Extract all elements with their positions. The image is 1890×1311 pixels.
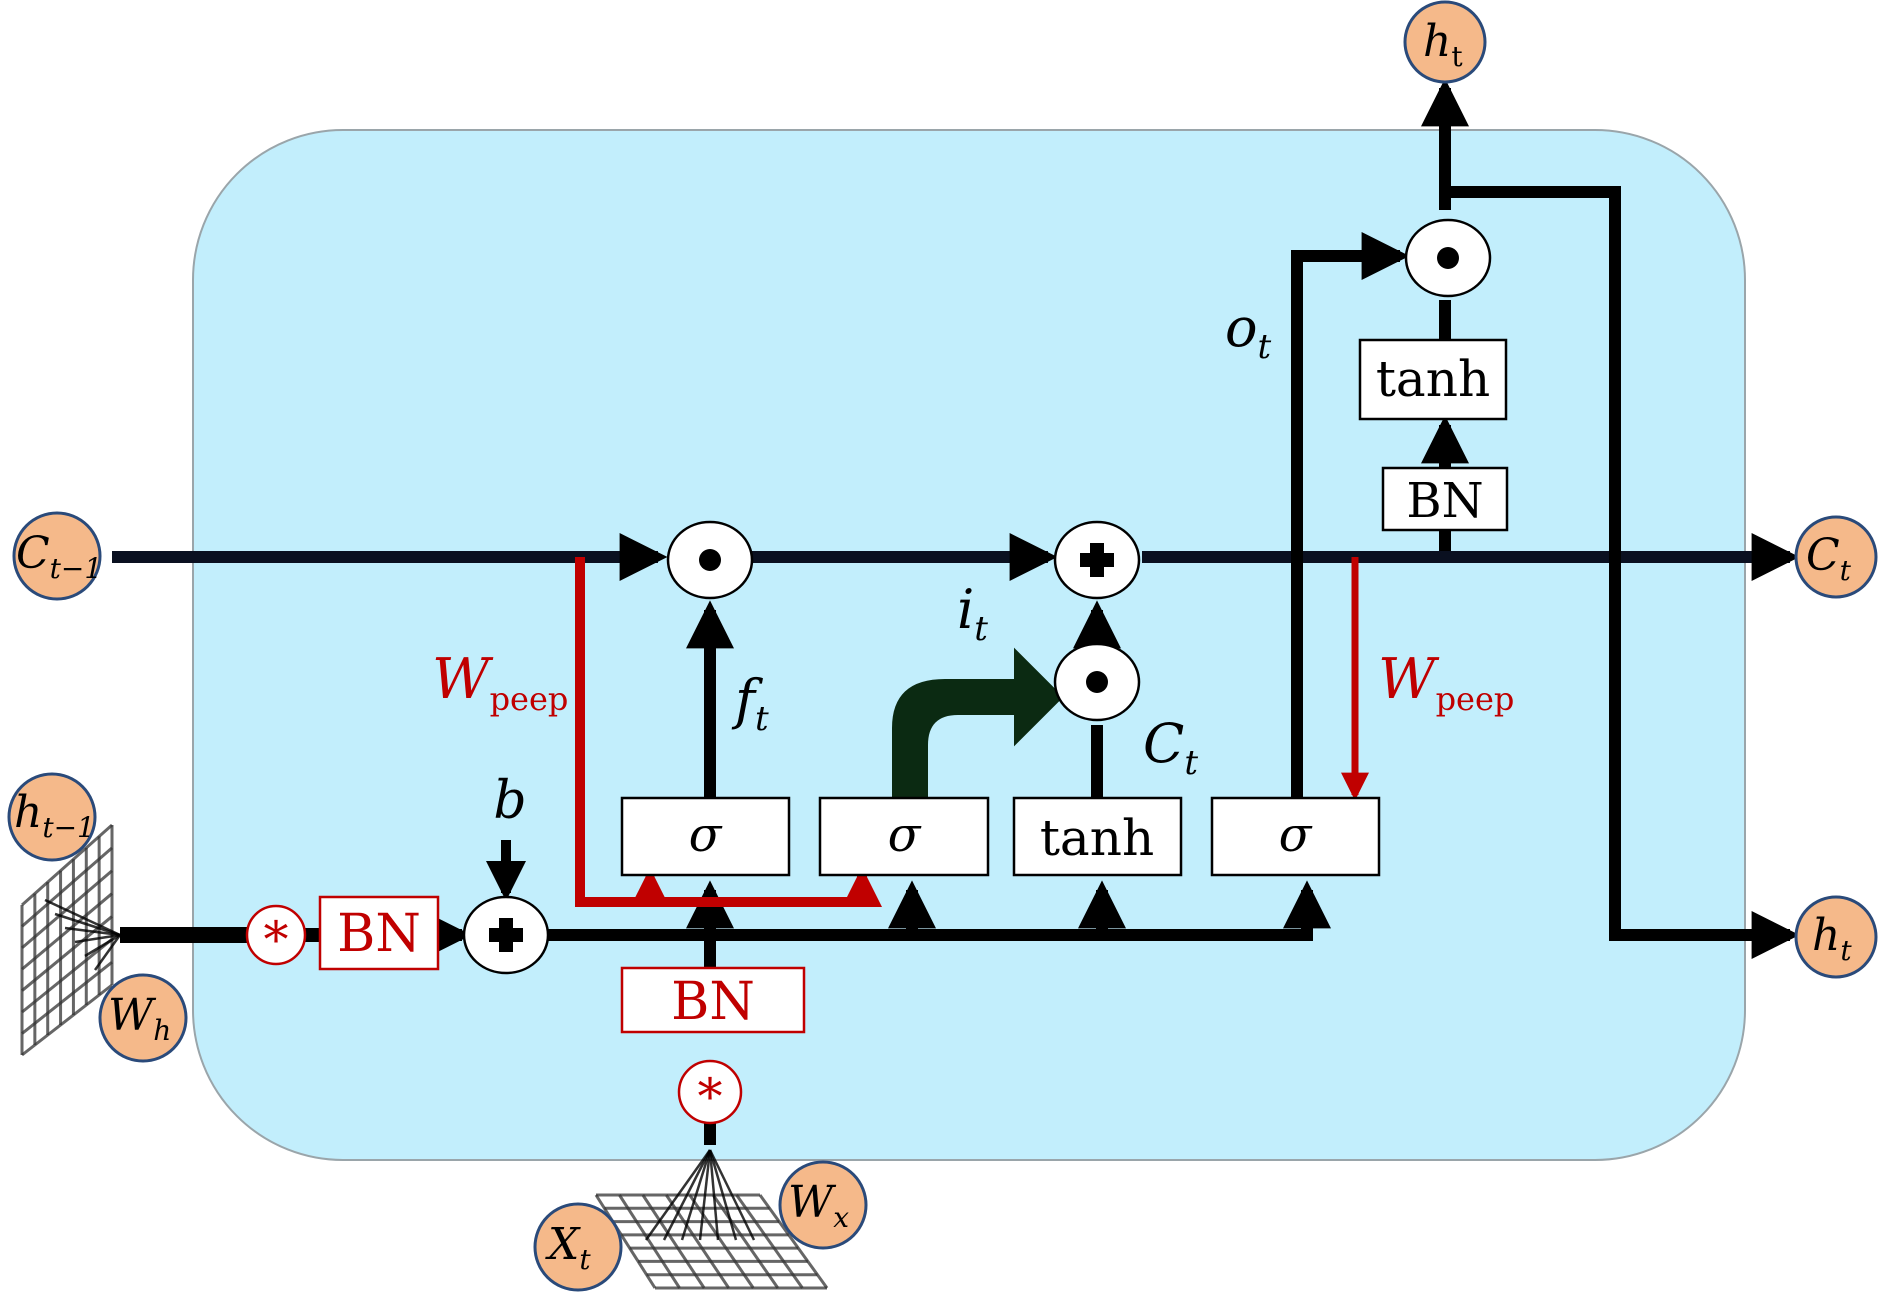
svg-text:Ct−1: Ct−1 [16, 528, 102, 585]
gate-box-labels: σ σ tanh σ tanh BN BN BN [337, 350, 1490, 1032]
c-prev-node: Ct−1 [12, 511, 102, 601]
w-x-node: Wx [778, 1160, 868, 1250]
math-labels: b ft it Ct ot Wpeep Wpeep [432, 296, 1514, 831]
peephole-left-label: Wpeep [432, 647, 568, 718]
svg-text:ht−1: ht−1 [14, 787, 95, 844]
h-t-output-node: ht [1794, 895, 1878, 979]
output-gate-label: ot [1225, 296, 1272, 367]
bn-output-box [1381, 466, 1509, 532]
input-kernel-grid [594, 1149, 829, 1290]
svg-text:ht: ht [1423, 16, 1463, 73]
bn-input-label: BN [671, 972, 755, 1032]
h-prev-node: ht−1 [7, 772, 97, 862]
lstm-cell-background [192, 129, 1746, 1161]
output-stack-lines [1421, 78, 1800, 959]
hidden-kernel-grid [20, 823, 122, 1057]
input-multiply-op [1053, 642, 1141, 722]
cell-add-op [1053, 520, 1141, 600]
sigma-output-label: σ [1279, 807, 1313, 863]
svg-text:Xt: Xt [545, 1219, 591, 1276]
tanh-output-box [1358, 338, 1508, 421]
terminal-nodes: ht Ct−1 Ct ht−1 Wh ht Xt Wx [7, 0, 1878, 1292]
conv-input-op: * [677, 1059, 743, 1126]
svg-text:Wh: Wh [108, 990, 171, 1047]
peephole-connections [575, 557, 1369, 907]
h-t-top-node: ht [1403, 0, 1487, 84]
svg-text:Ct: Ct [1806, 530, 1852, 587]
bias-label: b [493, 771, 526, 831]
w-h-node: Wh [98, 973, 188, 1063]
c-next-node: Ct [1794, 515, 1878, 599]
conv-hidden-symbol: * [264, 911, 289, 969]
output-gate-line [1291, 232, 1410, 798]
candidate-label: Ct [1143, 712, 1198, 783]
gate-boxes [318, 338, 1509, 1034]
bn-hidden-label: BN [337, 904, 421, 964]
forget-multiply-op [666, 520, 754, 600]
conv-hidden-op: * [245, 904, 307, 969]
svg-text:Wx: Wx [788, 1177, 849, 1234]
operators: * * [245, 218, 1492, 1126]
tanh-candidate-box [1012, 796, 1183, 877]
sigma-forget-box [620, 796, 791, 877]
sigma-input-box [818, 796, 990, 877]
conv-input-symbol: * [698, 1068, 723, 1126]
bias-add-op [462, 895, 550, 975]
bn-input-box [620, 966, 806, 1034]
bn-output-label: BN [1406, 473, 1483, 529]
input-gate-label: it [957, 578, 988, 649]
tanh-output-label: tanh [1376, 350, 1490, 408]
sigma-input-label: σ [888, 807, 922, 863]
output-multiply-op [1404, 218, 1492, 298]
sigma-forget-label: σ [689, 807, 723, 863]
peephole-right-label: Wpeep [1378, 647, 1514, 718]
tanh-candidate-label: tanh [1040, 809, 1154, 867]
bn-hidden-box [318, 895, 440, 971]
svg-text:ht: ht [1812, 910, 1852, 967]
x-t-node: Xt [533, 1202, 623, 1292]
sigma-output-box [1210, 796, 1381, 877]
input-gate-arrow [892, 647, 1064, 799]
